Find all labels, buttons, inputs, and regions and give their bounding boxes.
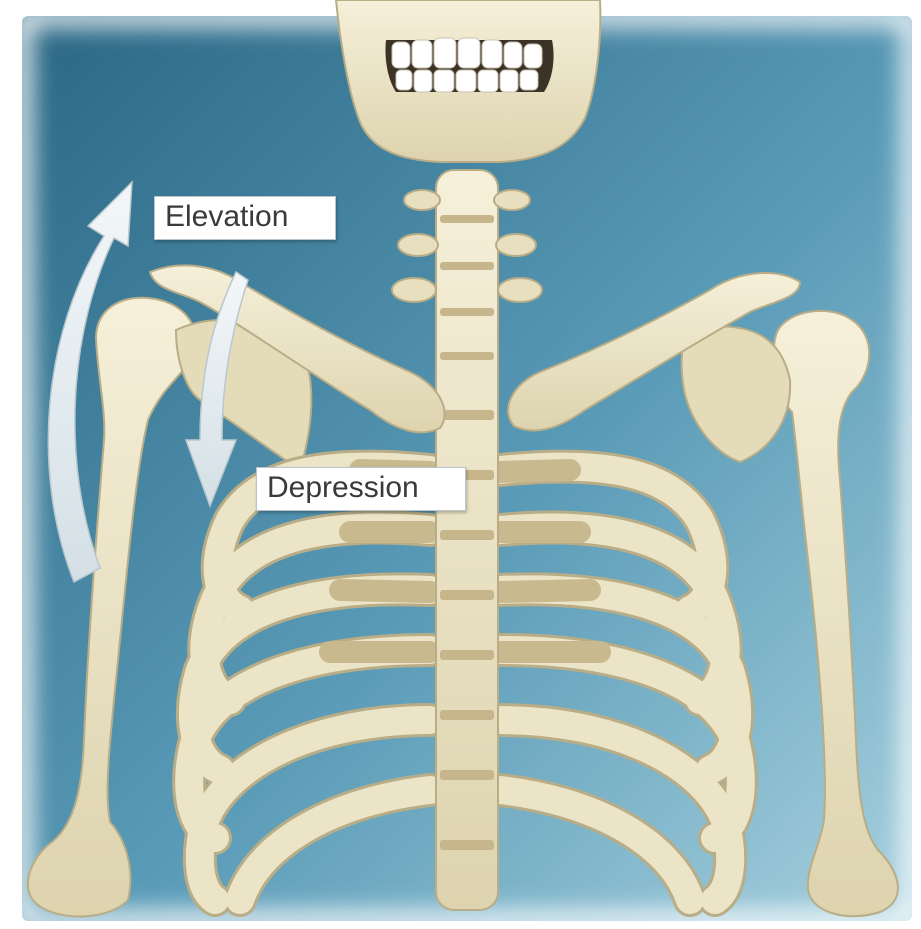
- skull-mandible: [336, 0, 600, 162]
- elevation-label: Elevation: [154, 196, 336, 240]
- depression-label: Depression: [256, 467, 466, 511]
